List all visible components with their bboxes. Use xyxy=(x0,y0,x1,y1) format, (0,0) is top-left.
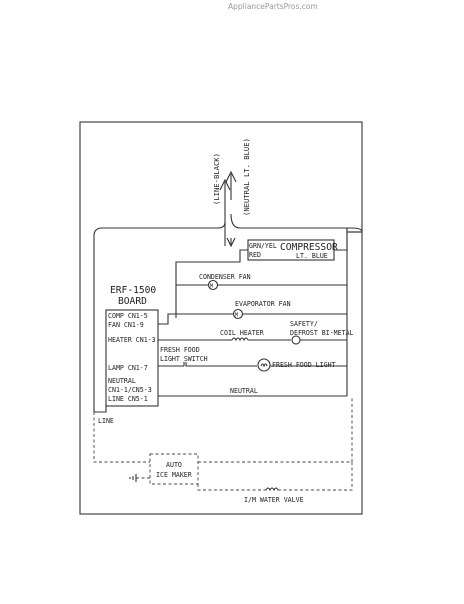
neutral-top-run xyxy=(230,213,363,233)
pin-line: LINE CN5-1 xyxy=(108,395,148,403)
pin-comp: COMP CN1-5 xyxy=(108,312,148,320)
neutral-label: NEUTRAL xyxy=(230,387,258,395)
ice-maker-neutral xyxy=(198,396,353,463)
bimetal-label: DEFROST BI-METAL xyxy=(290,329,354,337)
fresh-food-light-bulb xyxy=(257,358,271,372)
condenser-fan-label: CONDENSER FAN xyxy=(199,273,251,281)
board-line-feed xyxy=(93,221,226,400)
compressor-title: COMPRESSOR xyxy=(280,242,338,253)
fresh-food-light-label: FRESH FOOD LIGHT xyxy=(272,361,336,369)
ice-maker-label-1: AUTO xyxy=(166,461,182,469)
bulb-filament xyxy=(260,363,268,368)
coil-heater-label: COIL HEATER xyxy=(220,329,264,337)
condenser-fan-motor xyxy=(207,279,219,291)
safety-label: SAFETY/ xyxy=(290,320,318,328)
line-wire-label: (LINE-BLACK) xyxy=(212,153,221,205)
light-switch-label-2: LIGHT SWITCH xyxy=(160,355,208,363)
coil-heater-symbol xyxy=(231,337,249,342)
watermark-text: AppliancePartsPros.com xyxy=(228,2,318,11)
condenser-fan-m: M xyxy=(210,284,213,290)
light-switch-label-1: FRESH FOOD xyxy=(160,346,200,354)
light-switch-symbol xyxy=(178,362,190,367)
water-valve-return xyxy=(278,462,353,491)
board-title-2: BOARD xyxy=(118,296,147,307)
line-wire-arrow xyxy=(219,178,231,191)
pin-neutral: NEUTRAL xyxy=(108,377,136,385)
water-valve-feed xyxy=(197,484,266,491)
ice-maker-label-2: ICE MAKER xyxy=(156,471,192,479)
bimetal-symbol xyxy=(291,335,301,345)
ice-maker-feed xyxy=(93,412,150,463)
neutral-wire-label: (NEUTRAL LT. BLUE) xyxy=(242,138,251,216)
line-label: LINE xyxy=(98,417,114,425)
pin-heater: HEATER CN1-3 xyxy=(108,336,156,344)
water-valve-coil xyxy=(265,487,279,492)
pin-neutral-conn: CN1-1/CN5-3 xyxy=(108,386,152,394)
diagram-frame xyxy=(79,121,363,515)
pin-fan: FAN CN1-9 xyxy=(108,321,144,329)
ice-maker-box xyxy=(149,453,199,485)
down-arrow xyxy=(226,237,236,248)
evap-fan-wire-l xyxy=(158,313,233,325)
ground-icon xyxy=(129,474,137,482)
compressor-color-label: LT. BLUE xyxy=(296,252,328,260)
control-board xyxy=(105,309,159,407)
board-title-1: ERF-1500 xyxy=(110,285,156,296)
water-valve-label: I/M WATER VALVE xyxy=(244,496,304,504)
neutral-wire-arrow xyxy=(225,170,237,183)
line-return-wire xyxy=(93,400,107,413)
pin-lamp: LAMP CN1-7 xyxy=(108,364,148,372)
evaporator-fan-label: EVAPORATOR FAN xyxy=(235,300,291,308)
compressor-feed-wire xyxy=(175,249,248,318)
compressor-wire-grn: GRN/YEL xyxy=(249,242,277,250)
compressor-wire-red: RED xyxy=(249,251,261,259)
evap-fan-m: M xyxy=(235,313,238,319)
evaporator-fan-motor xyxy=(232,308,244,320)
